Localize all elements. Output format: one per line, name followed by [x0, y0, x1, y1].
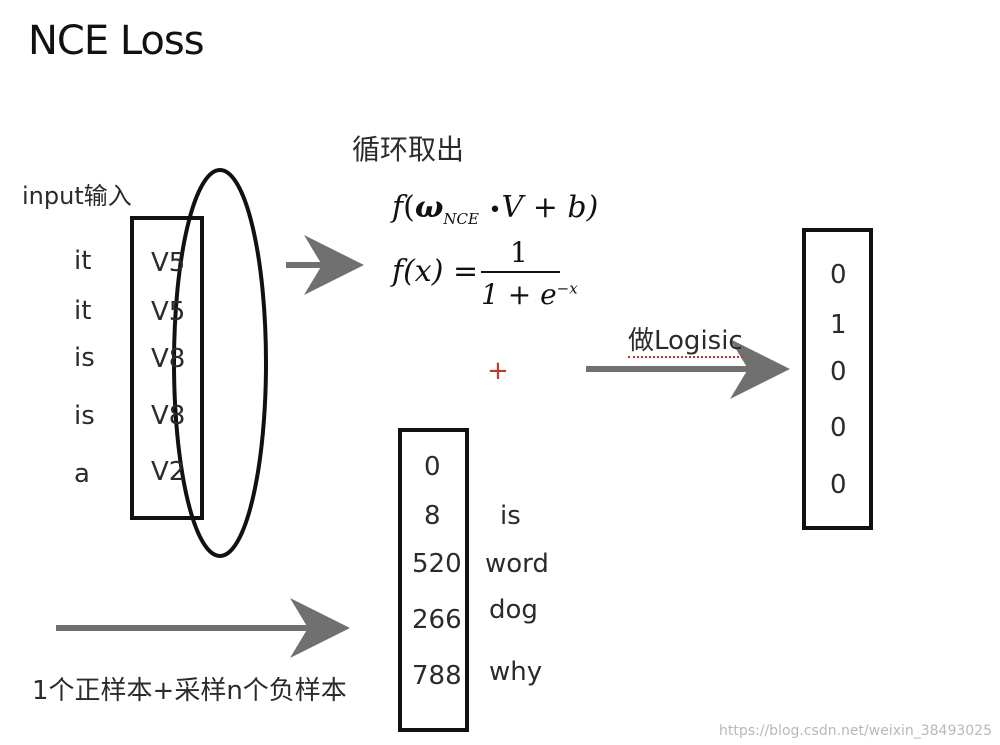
- formula-dot: •: [488, 198, 502, 223]
- formula-f: f: [392, 190, 404, 225]
- loop-label: 循环取出: [352, 133, 465, 166]
- formula-sigmoid-lhs: f(x) =: [392, 254, 479, 289]
- formula-ncex: f(ωNCE •V + b): [392, 190, 598, 228]
- sample-number: 520: [412, 549, 462, 579]
- input-vector: V2: [151, 457, 186, 487]
- formula-denominator-base: 1 + e: [481, 278, 557, 311]
- logistic-label-text: 做Logisic: [628, 326, 743, 358]
- formula-rest: V + b): [501, 190, 599, 225]
- page-title: NCE Loss: [28, 18, 205, 64]
- sample-word: word: [485, 549, 549, 579]
- sample-number: 266: [412, 605, 462, 635]
- sampling-label: 1个正样本+采样n个负样本: [32, 676, 347, 706]
- input-vector: V8: [151, 401, 186, 431]
- formula-denominator: 1 + e−x: [481, 278, 578, 311]
- output-value: 0: [830, 357, 847, 387]
- input-vector: V5: [151, 248, 186, 278]
- input-word: it: [74, 296, 92, 326]
- formula-subscript: NCE: [443, 210, 479, 228]
- sample-number: 0: [424, 452, 441, 482]
- output-value: 0: [830, 413, 847, 443]
- sample-number: 8: [424, 501, 441, 531]
- input-label: input输入: [22, 182, 132, 210]
- output-value: 1: [830, 310, 847, 340]
- input-word: it: [74, 246, 92, 276]
- input-word: a: [74, 459, 90, 489]
- input-vector-box: [130, 216, 204, 520]
- formula-omega: ω: [414, 190, 444, 225]
- sample-word: why: [489, 657, 543, 687]
- output-box: [802, 228, 873, 530]
- sample-number: 788: [412, 661, 462, 691]
- formula-open-paren: (: [403, 190, 415, 225]
- input-vector: V5: [151, 297, 186, 327]
- loop-ellipse: [172, 168, 268, 558]
- sample-word: is: [500, 501, 521, 531]
- formula-numerator: 1: [510, 236, 528, 269]
- watermark-url: https://blog.csdn.net/weixin_38493025: [718, 723, 992, 739]
- formula-exponent: −x: [556, 279, 578, 298]
- input-word: is: [74, 401, 95, 431]
- input-vector: V8: [151, 344, 186, 374]
- sample-word: dog: [489, 595, 538, 625]
- input-word: is: [74, 343, 95, 373]
- output-value: 0: [830, 260, 847, 290]
- sample-box: [398, 428, 469, 732]
- plus-sign: +: [487, 356, 509, 386]
- output-value: 0: [830, 470, 847, 500]
- logistic-label: 做Logisic: [628, 320, 743, 358]
